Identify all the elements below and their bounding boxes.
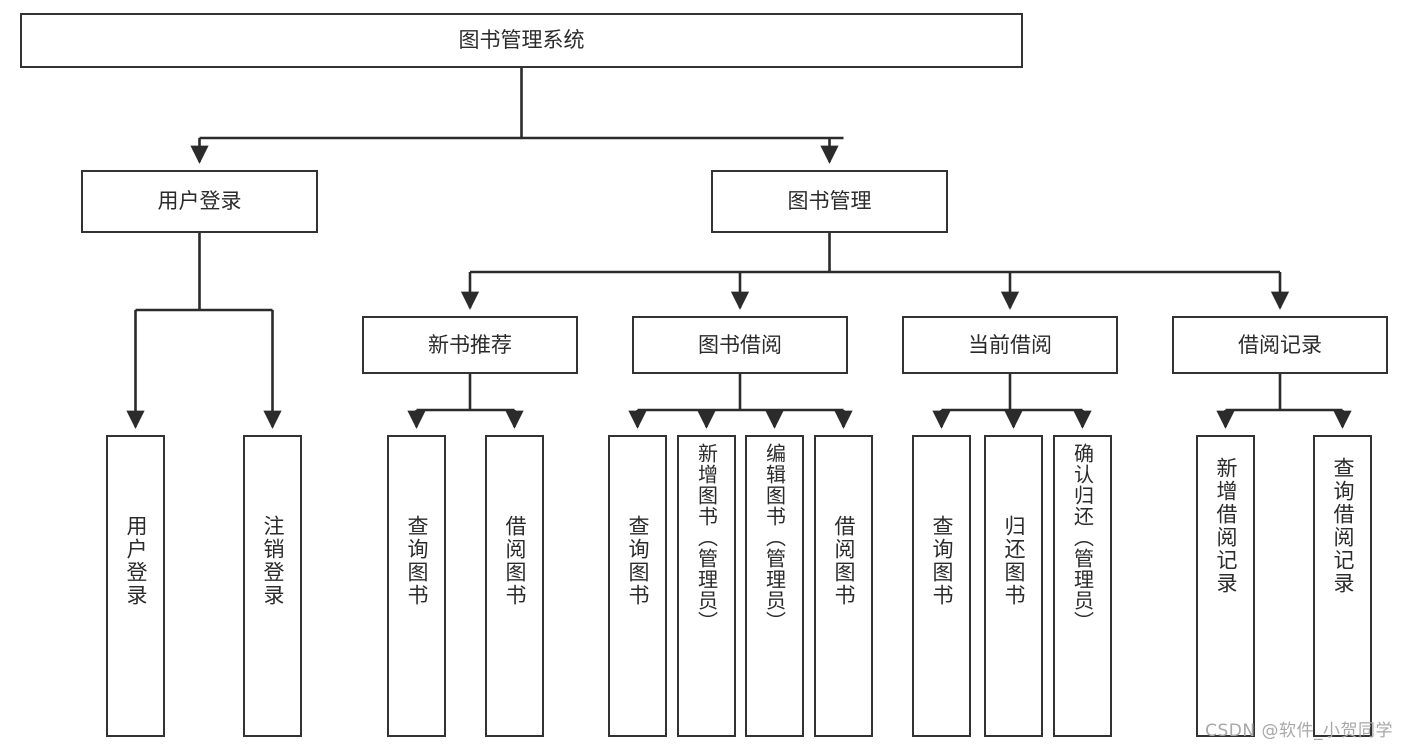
- leaf-query-book-current-label: 查询图书: [930, 515, 954, 607]
- leaf-borrow-book-recommend-label: 借阅图书: [503, 515, 527, 607]
- node-new-book-recommend-label: 新书推荐: [428, 332, 512, 357]
- leaf-edit-book-admin-label: 编辑图书（管理员）: [762, 443, 787, 632]
- leaf-edit-book-admin[interactable]: 编辑图书（管理员）: [745, 435, 804, 737]
- leaf-confirm-return-admin-label: 确认归还（管理员）: [1070, 443, 1095, 632]
- node-book-borrow-label: 图书借阅: [698, 332, 782, 357]
- node-book-manage-label: 图书管理: [787, 189, 872, 214]
- node-book-manage[interactable]: 图书管理: [711, 170, 948, 233]
- leaf-logout[interactable]: 注销登录: [243, 435, 302, 737]
- leaf-add-book-admin-label: 新增图书（管理员）: [694, 443, 719, 632]
- leaf-borrow-book[interactable]: 借阅图书: [814, 435, 873, 737]
- node-current-borrow[interactable]: 当前借阅: [902, 316, 1118, 374]
- leaf-return-book[interactable]: 归还图书: [984, 435, 1043, 737]
- leaf-query-book-current[interactable]: 查询图书: [912, 435, 971, 737]
- leaf-query-book-recommend[interactable]: 查询图书: [387, 435, 446, 737]
- node-book-borrow[interactable]: 图书借阅: [632, 316, 848, 374]
- leaf-user-login-label: 用户登录: [124, 515, 148, 607]
- leaf-logout-label: 注销登录: [261, 515, 285, 607]
- leaf-query-borrow-record[interactable]: 查询借阅记录: [1313, 435, 1372, 737]
- csdn-watermark: CSDN @软件_小贺同学: [1205, 721, 1393, 741]
- node-borrow-record[interactable]: 借阅记录: [1172, 316, 1388, 374]
- leaf-add-borrow-record-label: 新增借阅记录: [1214, 457, 1238, 595]
- leaf-query-borrow-record-label: 查询借阅记录: [1331, 457, 1355, 595]
- node-root[interactable]: 图书管理系统: [20, 13, 1023, 68]
- leaf-query-book-borrow[interactable]: 查询图书: [608, 435, 667, 737]
- node-user-login[interactable]: 用户登录: [81, 170, 318, 233]
- leaf-query-book-borrow-label: 查询图书: [626, 515, 650, 607]
- leaf-user-login[interactable]: 用户登录: [106, 435, 165, 737]
- leaf-add-borrow-record[interactable]: 新增借阅记录: [1196, 435, 1255, 737]
- node-user-login-label: 用户登录: [157, 189, 242, 214]
- leaf-confirm-return-admin[interactable]: 确认归还（管理员）: [1053, 435, 1112, 737]
- leaf-return-book-label: 归还图书: [1002, 515, 1026, 607]
- leaf-borrow-book-label: 借阅图书: [832, 515, 856, 607]
- leaf-add-book-admin[interactable]: 新增图书（管理员）: [677, 435, 736, 737]
- node-root-label: 图书管理系统: [458, 28, 585, 53]
- node-borrow-record-label: 借阅记录: [1238, 332, 1322, 357]
- leaf-borrow-book-recommend[interactable]: 借阅图书: [485, 435, 544, 737]
- node-new-book-recommend[interactable]: 新书推荐: [362, 316, 578, 374]
- leaf-query-book-recommend-label: 查询图书: [405, 515, 429, 607]
- node-current-borrow-label: 当前借阅: [968, 332, 1052, 357]
